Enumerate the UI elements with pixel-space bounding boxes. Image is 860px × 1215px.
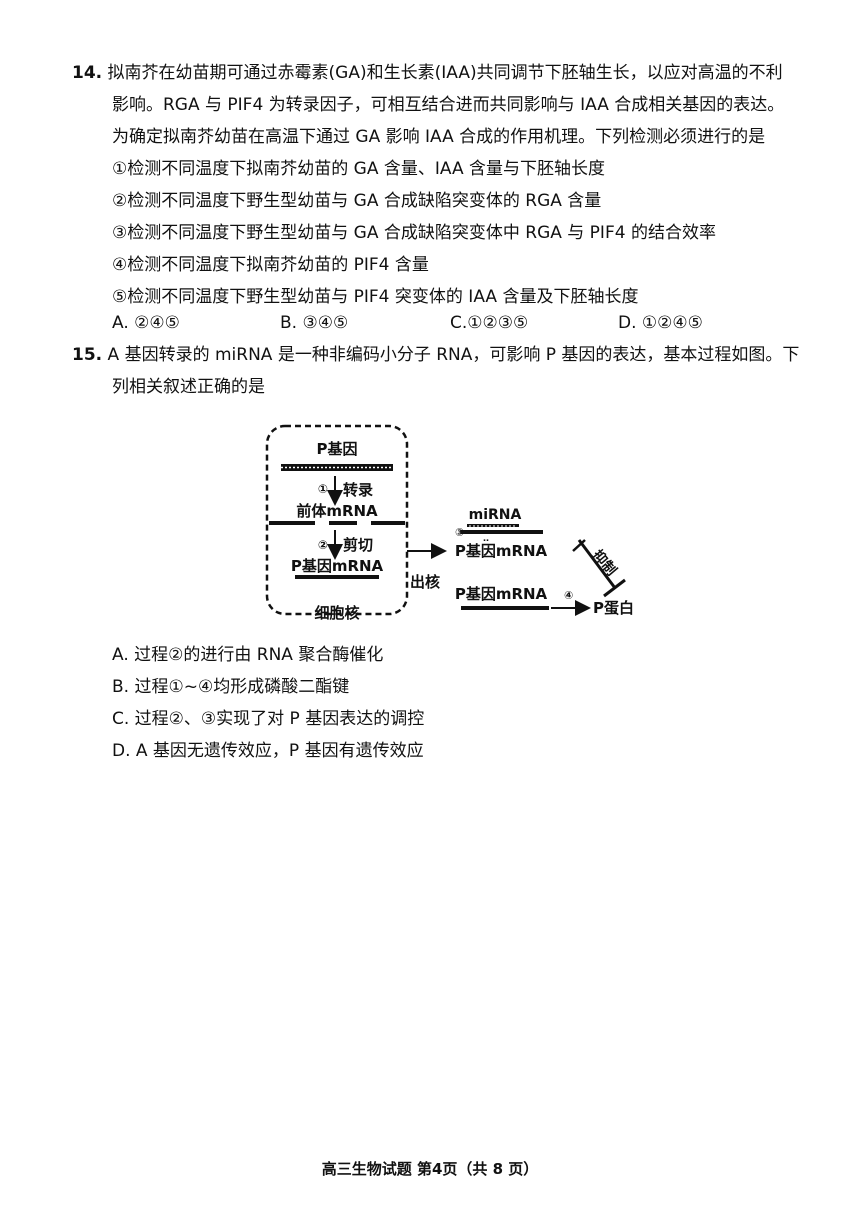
q14-stem-line-2: 影响。RGA 与 PIF4 为转录因子，可相互结合进而共同影响与 IAA 合成相… [112, 95, 785, 115]
nucleus-label: 细胞核 [314, 604, 359, 622]
q15-option-b[interactable]: B. 过程①~④均形成磷酸二酯键 [112, 677, 350, 697]
step-1-marker: ① [318, 482, 328, 496]
q15-number: 15. [72, 345, 103, 365]
q14-item-5: ⑤检测不同温度下野生型幼苗与 PIF4 突变体的 IAA 含量及下胚轴长度 [112, 287, 639, 307]
inhibition-bar [603, 578, 626, 598]
q14-item-1: ①检测不同温度下拟南芥幼苗的 GA 含量、IAA 含量与下胚轴长度 [112, 159, 605, 179]
q14-option-d[interactable]: D. ①②④⑤ [618, 313, 703, 333]
p-gene-label: P基因 [317, 440, 358, 458]
free-p-mrna-label: P基因mRNA [455, 585, 548, 603]
q14-item-2: ②检测不同温度下野生型幼苗与 GA 合成缺陷突变体的 RGA 含量 [112, 191, 602, 211]
free-p-mrna-strand [461, 606, 549, 610]
step-2-marker: ② [318, 538, 328, 552]
q15-stem-line-2: 列相关叙述正确的是 [112, 377, 265, 397]
q14-number: 14. [72, 63, 103, 83]
step-1-label: 转录 [343, 481, 373, 499]
q14-item-3: ③检测不同温度下野生型幼苗与 GA 合成缺陷突变体中 RGA 与 PIF4 的结… [112, 223, 716, 243]
inhibit-label: 抑制 [589, 547, 620, 579]
svg-text:‥: ‥ [483, 534, 489, 544]
q15-option-c[interactable]: C. 过程②、③实现了对 P 基因表达的调控 [112, 709, 425, 729]
step-3-marker: ③ [455, 526, 464, 539]
p-mrna-nucleus-strand [295, 575, 379, 579]
q14-stem-text-1: 拟南芥在幼苗期可通过赤霉素(GA)和生长素(IAA)共同调节下胚轴生长，以应对高… [107, 63, 783, 83]
q15-stem-text-1: A 基因转录的 miRNA 是一种非编码小分子 RNA，可影响 P 基因的表达，… [107, 345, 800, 365]
q14-stem-line-1: 14. 拟南芥在幼苗期可通过赤霉素(GA)和生长素(IAA)共同调节下胚轴生长，… [72, 62, 783, 84]
q14-option-a[interactable]: A. ②④⑤ [112, 313, 180, 333]
step-2-label: 剪切 [343, 536, 373, 554]
step-4-marker: ④ [564, 589, 573, 602]
p-protein-label: P蛋白 [593, 599, 634, 617]
gene-expression-diagram: P基因 ① 转录 前体mRNA ② 剪切 P基因mRNA 细胞核 出核 [255, 420, 645, 630]
inhibition-line [577, 539, 617, 589]
q15-stem-line-1: 15. A 基因转录的 miRNA 是一种非编码小分子 RNA，可影响 P 基因… [72, 344, 799, 366]
q14-option-c[interactable]: C.①②③⑤ [450, 313, 529, 333]
bound-p-mrna-strand [461, 530, 543, 534]
pre-mrna-label: 前体mRNA [296, 502, 378, 520]
page-footer: 高三生物试题 第4页（共 8 页） [321, 1160, 539, 1178]
mirna-label: miRNA [469, 507, 522, 523]
nucleus-boundary [265, 424, 409, 616]
p-mrna-nucleus-label: P基因mRNA [291, 557, 384, 575]
q15-option-d[interactable]: D. A 基因无遗传效应，P 基因有遗传效应 [112, 741, 424, 761]
q14-item-4: ④检测不同温度下拟南芥幼苗的 PIF4 含量 [112, 255, 429, 275]
export-label: 出核 [410, 573, 440, 591]
q15-option-a[interactable]: A. 过程②的进行由 RNA 聚合酶催化 [112, 645, 384, 665]
q14-stem-line-3: 为确定拟南芥幼苗在高温下通过 GA 影响 IAA 合成的作用机理。下列检测必须进… [112, 127, 766, 147]
q14-option-b[interactable]: B. ③④⑤ [280, 313, 349, 333]
pre-mrna-strand [269, 521, 405, 525]
bound-p-mrna-label: P基因mRNA [455, 542, 548, 560]
